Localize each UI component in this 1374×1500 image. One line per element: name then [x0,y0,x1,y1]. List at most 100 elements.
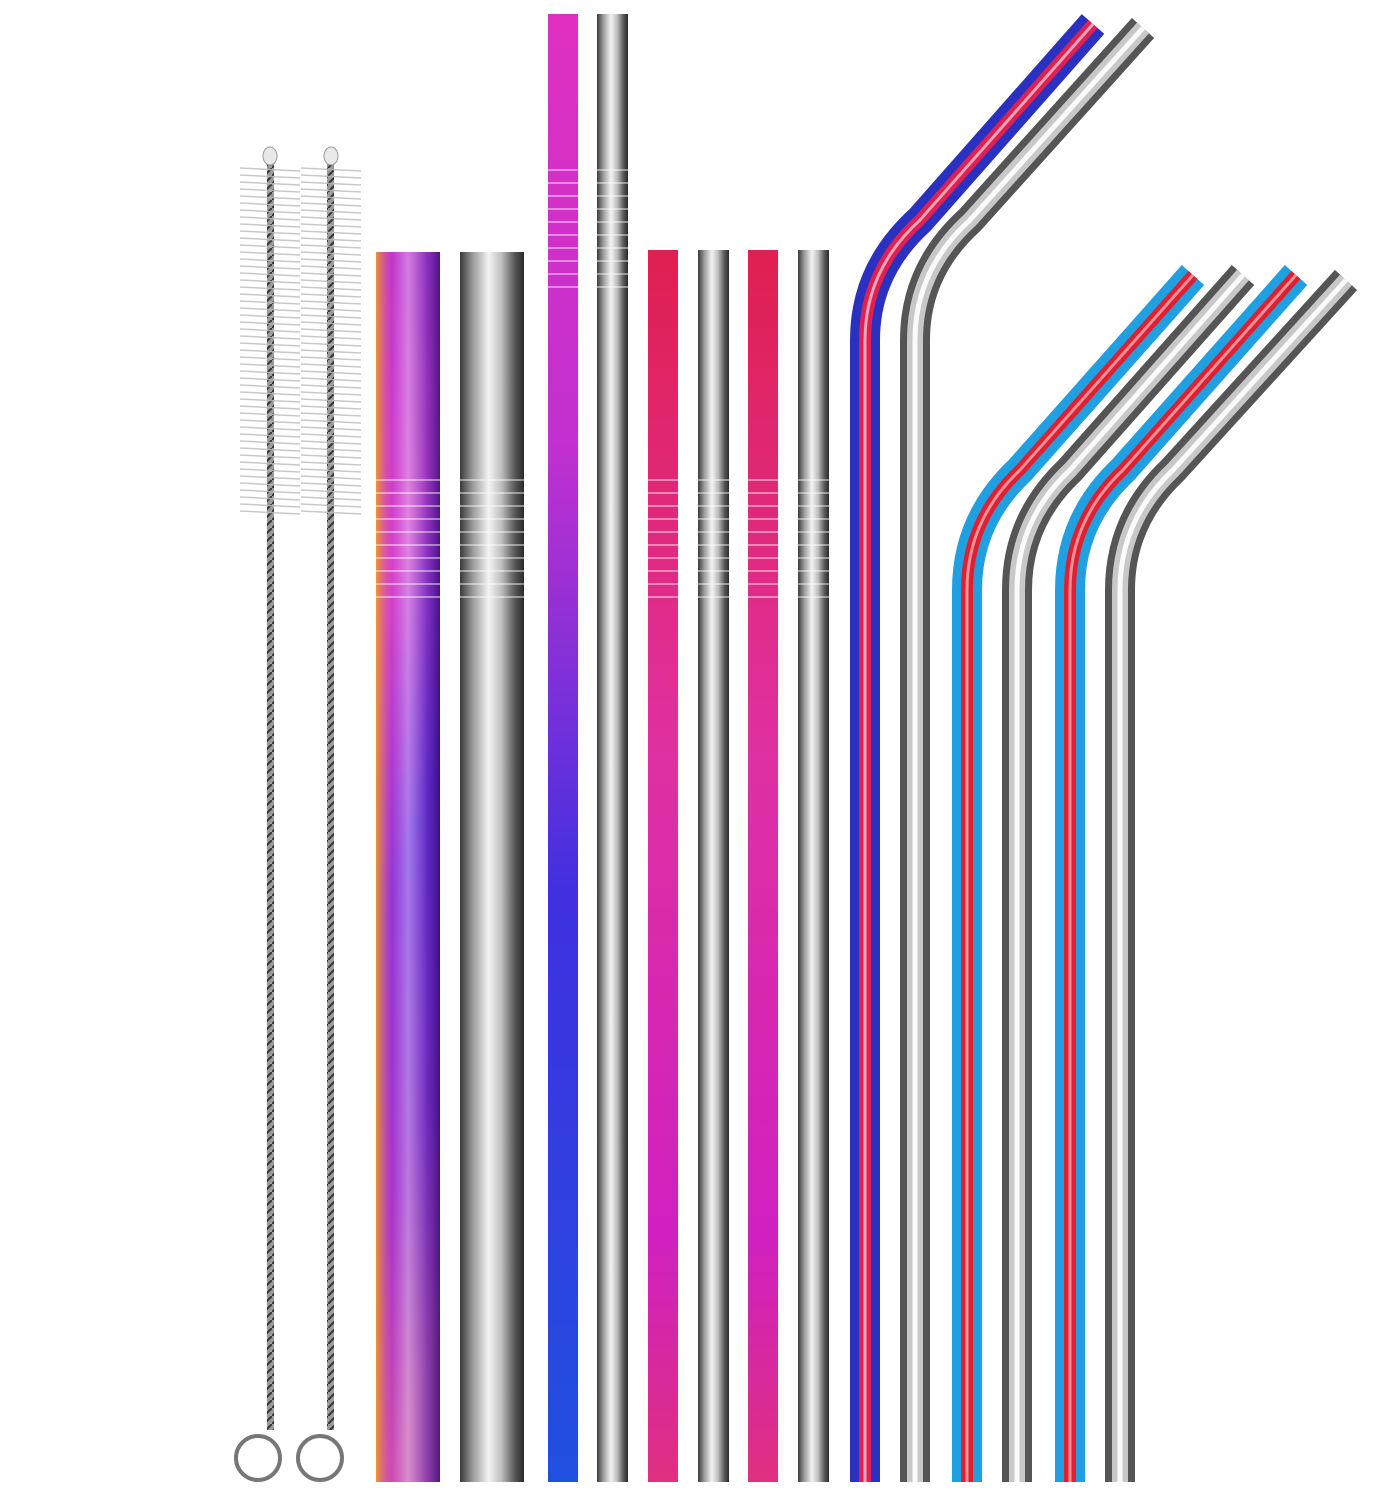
long-silver-straw [597,14,628,1482]
bristle [300,279,362,284]
bristle [300,258,362,263]
bristle [300,230,362,235]
bristle [239,286,301,291]
bristle [300,412,362,417]
bristle [300,314,362,319]
bristle [239,307,301,312]
bristle [239,510,301,515]
bristle [300,356,362,361]
bristle [300,195,362,200]
bristle [239,370,301,375]
bristle [300,510,362,515]
bristle [300,433,362,438]
bristle [300,468,362,473]
bristle [300,419,362,424]
bristle [239,328,301,333]
red-straw [648,250,678,1482]
bristle [239,237,301,242]
bristle [300,447,362,452]
bristle [239,475,301,480]
bristle [239,202,301,207]
brush-bristles [239,167,301,515]
bristle [300,286,362,291]
bristle [239,230,301,235]
bristle [300,349,362,354]
bristle [300,405,362,410]
brush-tip [262,146,278,166]
bristle [300,454,362,459]
bristle [239,447,301,452]
bristle [300,244,362,249]
bristle [300,363,362,368]
bristle [300,384,362,389]
bristle [239,356,301,361]
bristle [239,181,301,186]
long-rainbow-straw [548,14,578,1482]
bristle [239,440,301,445]
brush-loop [234,1434,282,1482]
bristle [239,363,301,368]
bristle [300,167,362,172]
wide-rainbow-straw [376,252,440,1482]
bristle [239,433,301,438]
bristle [300,202,362,207]
bristle [239,468,301,473]
bristle [239,251,301,256]
bristle [239,384,301,389]
bristle [239,461,301,466]
bristle [239,174,301,179]
bristle [300,377,362,382]
silver-straw [798,250,829,1482]
bristle [300,328,362,333]
bent-silver-straw [1105,269,1358,1482]
bristle [239,279,301,284]
bristle [300,223,362,228]
cleaning-brush [234,146,301,1482]
bristle [239,244,301,249]
bristle [300,251,362,256]
bristle [300,496,362,501]
bristle [300,293,362,298]
bristle [300,216,362,221]
bristle [300,482,362,487]
bristle [300,342,362,347]
straw-grip-rings [376,169,829,598]
bristle [239,426,301,431]
bristle [239,405,301,410]
bristle [300,237,362,242]
brush-bristles [300,167,362,515]
bristle [300,489,362,494]
bristle [239,272,301,277]
red-straw [748,250,778,1482]
wide-silver-straw [460,252,524,1482]
bristle [239,496,301,501]
bristle [300,398,362,403]
bristle [239,391,301,396]
bristle [300,391,362,396]
bristle [239,321,301,326]
bristle [239,258,301,263]
bristle [239,377,301,382]
bristle [239,503,301,508]
bristle [300,461,362,466]
bristle [300,272,362,277]
silver-straw [698,250,729,1482]
cleaning-brush [296,146,362,1482]
bristle [300,370,362,375]
bristle [300,265,362,270]
bristle [300,426,362,431]
bristle [300,181,362,186]
bristle [239,454,301,459]
bristle [239,314,301,319]
brush-tip [323,146,339,166]
bristle [239,398,301,403]
bristle [239,188,301,193]
bristle [300,475,362,480]
brush-wire [267,160,274,1430]
bristle [300,440,362,445]
bristle [239,293,301,298]
bristle [239,195,301,200]
bristle [239,349,301,354]
bristle [300,174,362,179]
bristle [300,307,362,312]
